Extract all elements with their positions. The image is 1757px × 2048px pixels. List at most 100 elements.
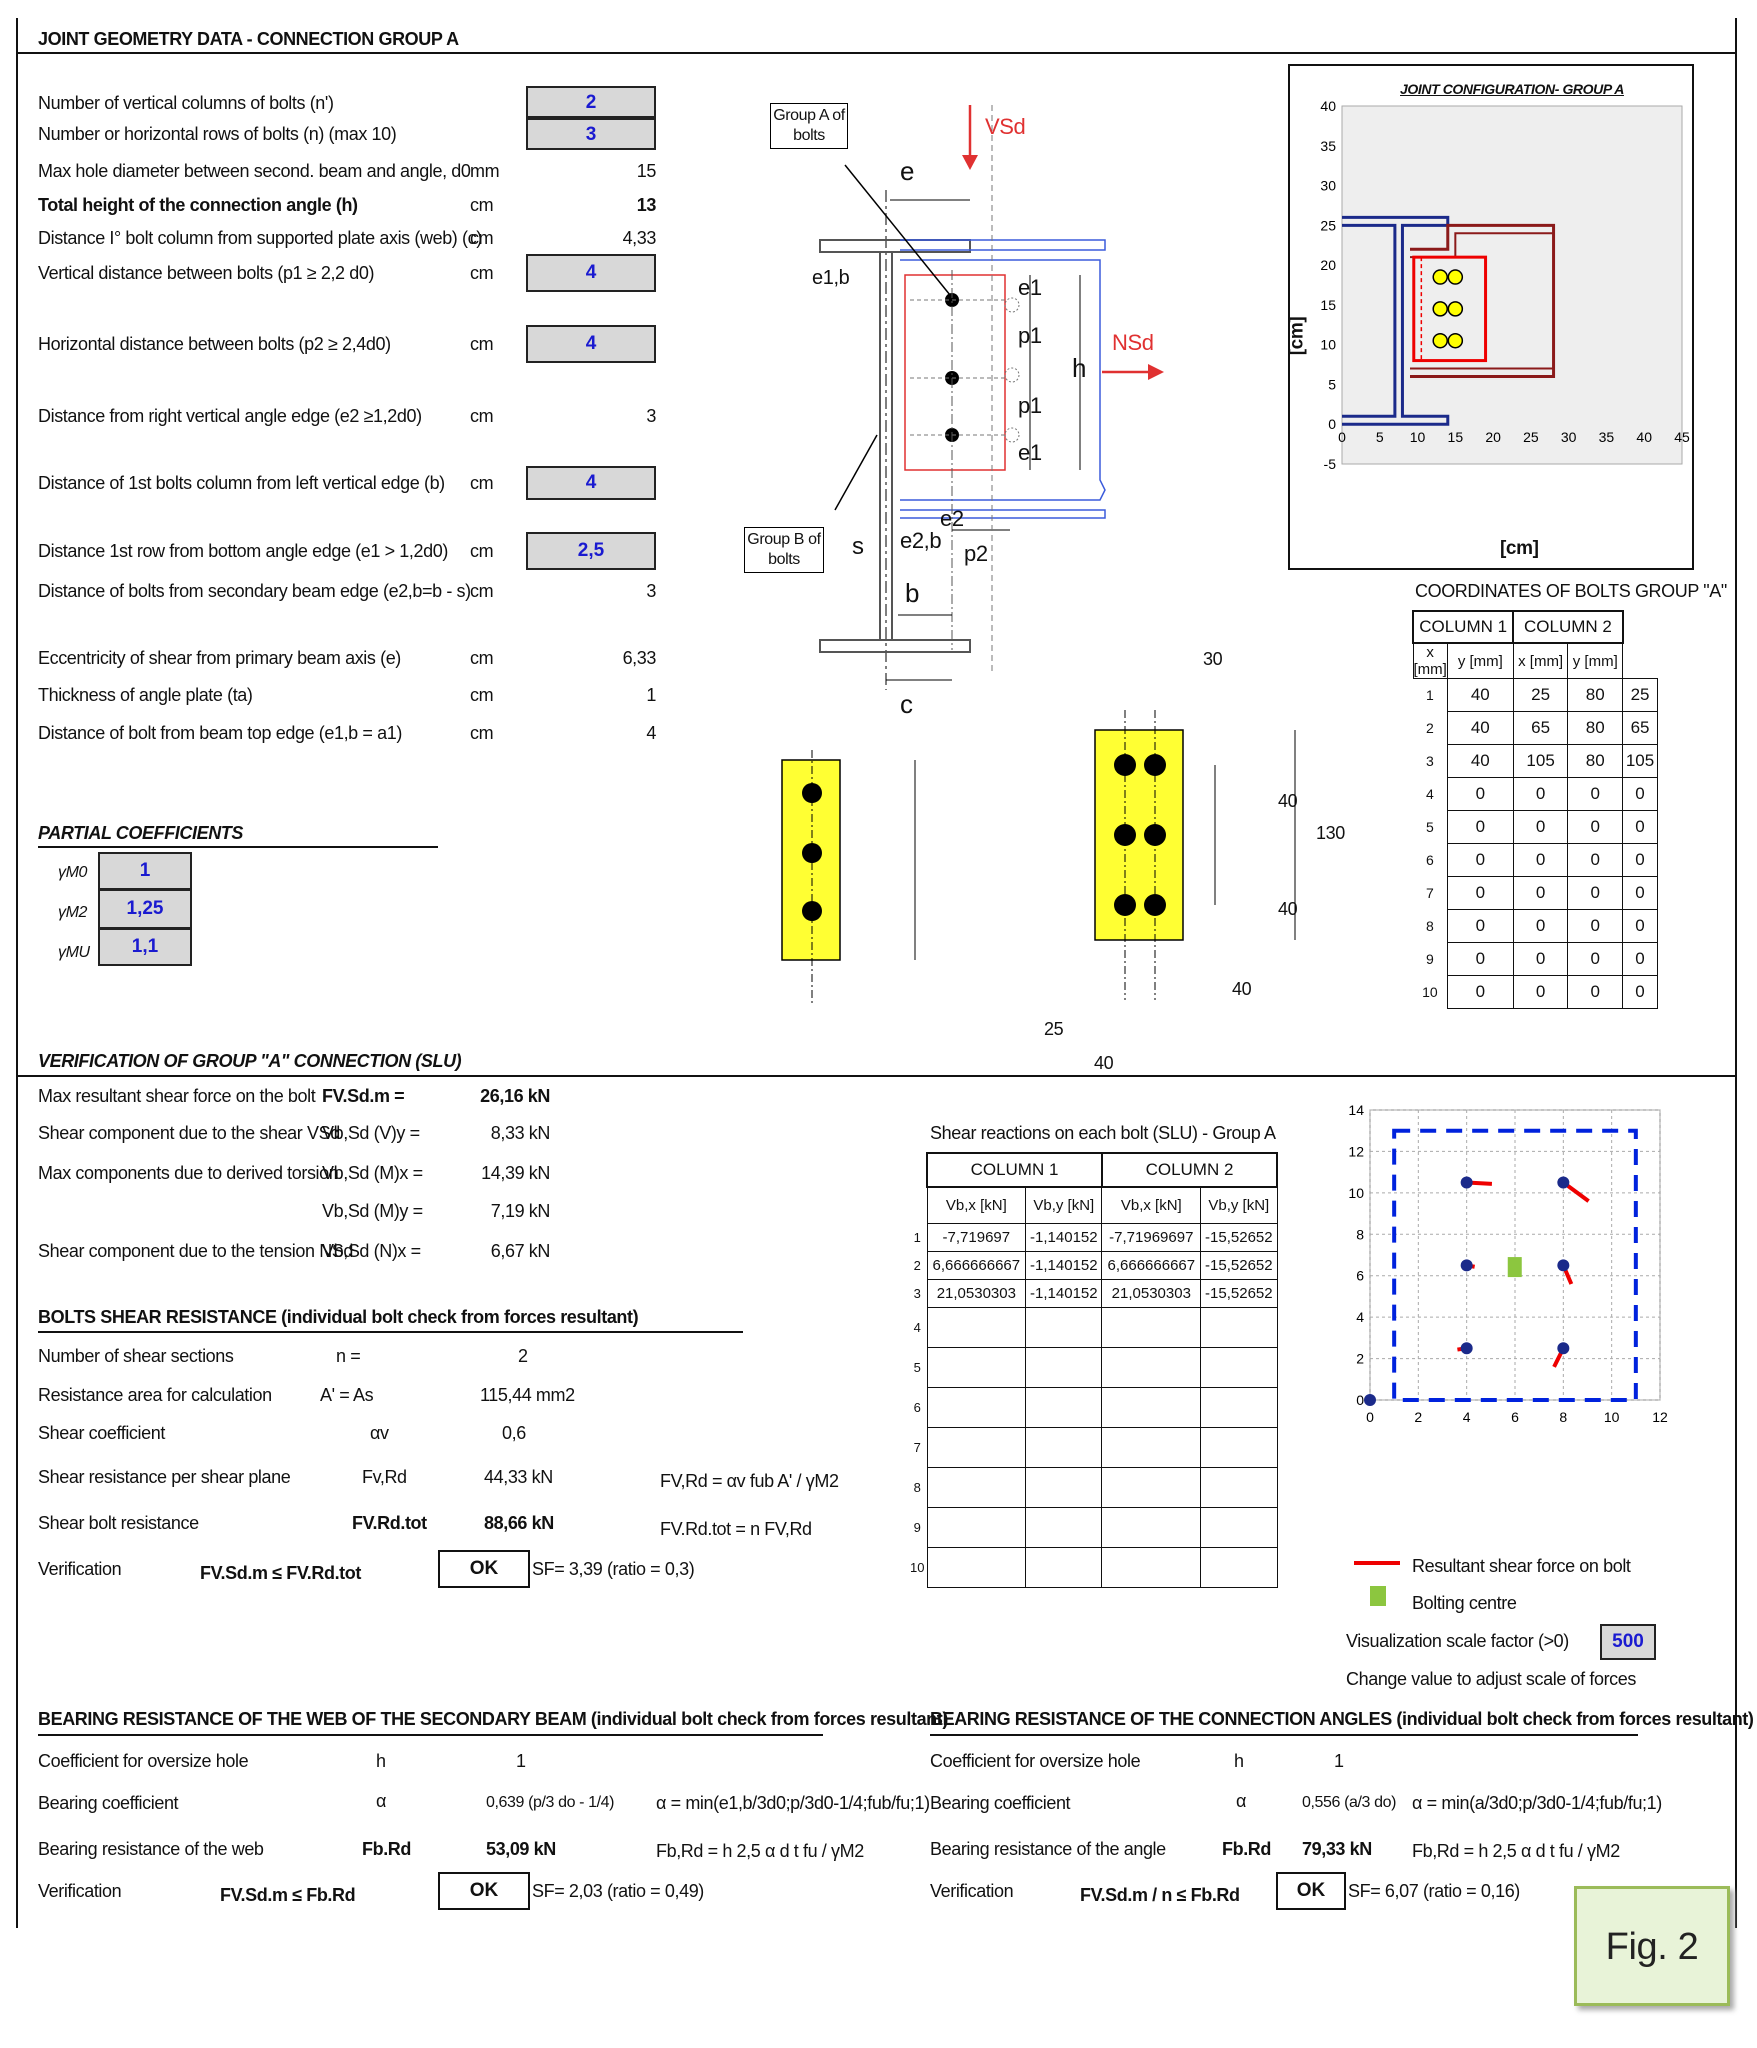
coords-col2-header: COLUMN 2: [1512, 610, 1624, 644]
dim-e1b-label: e1,b: [812, 267, 850, 289]
reactions-cell: [1101, 1546, 1202, 1588]
config-ytick: 20: [1320, 257, 1336, 273]
reactions-cell: -1,140152: [1025, 1222, 1103, 1252]
coords-row-index: 10: [1422, 984, 1438, 1000]
geo-unit-7: cm: [470, 406, 494, 426]
shear-verif-label: Verification: [38, 1559, 122, 1579]
input-gamma-m2[interactable]: 1,25: [98, 889, 192, 929]
bearing-web-sf: SF= 2,03 (ratio = 0,49): [532, 1881, 704, 1901]
input-vertical-distance[interactable]: 4: [526, 254, 656, 292]
plate-dim-40-top: 40: [1278, 791, 1298, 811]
reactions-row: 10: [908, 1546, 1278, 1588]
shear-verif-sym: FV.Sd.m ≤ FV.Rd.tot: [200, 1563, 361, 1583]
coords-cell: 0: [1567, 843, 1624, 877]
config-xtick: 35: [1599, 429, 1615, 445]
secondary-beam-top: [900, 239, 1106, 251]
reactions-cell: [926, 1346, 1027, 1388]
shear-ok-badge: OK: [438, 1550, 530, 1588]
bearing-web-sym-2: Fb.Rd: [362, 1839, 411, 1859]
plate-dim-40-right: 40: [1232, 979, 1252, 999]
coords-row-index: 7: [1426, 885, 1434, 901]
coords-cell: 0: [1512, 909, 1569, 943]
coords-sub-0: x [mm]: [1412, 642, 1448, 679]
plate-dim-25: 25: [1044, 1019, 1064, 1039]
coords-table: COLUMN 1 COLUMN 2 x [mm] y [mm] x [mm] y…: [1411, 610, 1658, 1009]
input-bolt-rows[interactable]: 3: [526, 118, 656, 150]
verif-label-4: Shear component due to the tension NSd: [38, 1241, 354, 1261]
force-ytick: 14: [1348, 1102, 1364, 1118]
dim-p1-top-label: p1: [1018, 323, 1042, 348]
reactions-sub-1: Vb,y [kN]: [1025, 1186, 1103, 1224]
geo-label-9: Distance 1st row from bottom angle edge …: [38, 541, 448, 561]
verif-value-3: 7,19 kN: [490, 1201, 551, 1221]
scale-input[interactable]: 500: [1600, 1624, 1656, 1660]
input-first-row-distance[interactable]: 2,5: [526, 532, 656, 570]
reactions-cell: [926, 1306, 1027, 1348]
bearing-web-value-1: 0,639 (p/3 do - 1/4): [486, 1794, 615, 1811]
geo-unit-5: cm: [470, 263, 494, 283]
force-xtick: 12: [1652, 1409, 1668, 1425]
verif-label-0: Max resultant shear force on the bolt: [38, 1086, 316, 1106]
coords-cell: 0: [1512, 876, 1569, 910]
reactions-row-index: 5: [913, 1359, 921, 1375]
force-ytick: 8: [1356, 1226, 1364, 1242]
force-ytick: 0: [1356, 1392, 1364, 1408]
reactions-col2-header: COLUMN 2: [1100, 1152, 1279, 1188]
geo-label-7: Distance from right vertical angle edge …: [38, 406, 422, 426]
reactions-corner-2: [908, 1187, 927, 1223]
primary-bottom-flange: [819, 639, 971, 653]
reactions-cell: [926, 1546, 1027, 1588]
force-angle-outline: [1392, 1128, 1638, 1402]
reactions-cell: [926, 1506, 1027, 1548]
reactions-row-index: 1: [913, 1229, 921, 1245]
left-border: [16, 18, 18, 1928]
verif-sym-3: Vb,Sd (M)y =: [322, 1201, 423, 1221]
config-ytick: 15: [1320, 297, 1336, 313]
dim-e1-bottom-label: e1: [1018, 440, 1042, 465]
reactions-corner: [908, 1153, 927, 1187]
partial-label-0: γM0: [58, 864, 88, 881]
figure-label-box: [1574, 1886, 1730, 2006]
input-bolt-columns[interactable]: 2: [526, 86, 656, 118]
plate-dim-40-under: 40: [1094, 1053, 1114, 1073]
geo-unit-13: cm: [470, 723, 494, 743]
coords-row-index: 1: [1426, 687, 1434, 704]
reactions-cell: [1200, 1306, 1278, 1348]
geo-value-12: 1: [646, 685, 656, 705]
bearing-angle-formula-1: α = min(a/3d0;p/3d0-1/4;fub/fu;1): [1412, 1793, 1662, 1813]
coords-cell: 0: [1512, 975, 1569, 1009]
coords-cell: 0: [1446, 909, 1514, 943]
force-bolt: [1460, 1259, 1473, 1272]
input-gamma-mu[interactable]: 1,1: [98, 928, 192, 966]
force-xtick: 8: [1559, 1409, 1567, 1425]
input-horizontal-distance[interactable]: 4: [526, 325, 656, 363]
bolt-hidden-3: [1004, 427, 1020, 443]
shear-formula-3: FV,Rd = αv fub A' / γM2: [660, 1471, 839, 1491]
geo-label-2: Max hole diameter between second. beam a…: [38, 161, 471, 181]
bolt-hidden-2: [1004, 367, 1020, 383]
plate-dim-130: 130: [1316, 823, 1345, 843]
geo-value-11: 6,33: [622, 648, 657, 668]
partial-label-1: γM2: [58, 904, 88, 921]
plate-dim-30: 30: [1203, 649, 1223, 669]
config-chart-xlabel: [cm]: [1500, 538, 1539, 559]
input-gamma-m0[interactable]: 1: [98, 852, 192, 890]
bearing-angle-title: BEARING RESISTANCE OF THE CONNECTION ANG…: [930, 1709, 1754, 1729]
dim-h-label: h: [1072, 353, 1087, 383]
config-plot-area: [1341, 105, 1683, 465]
reactions-cell: [926, 1426, 1027, 1468]
bearing-web-verif-sym: FV.Sd.m ≤ Fb.Rd: [220, 1885, 356, 1905]
geo-unit-8: cm: [470, 473, 494, 493]
input-first-column-distance[interactable]: 4: [526, 466, 656, 500]
coords-cell: 0: [1567, 975, 1624, 1009]
shear-value-4: 88,66 kN: [484, 1513, 554, 1533]
verif-label-1: Shear component due to the shear VSd: [38, 1123, 340, 1143]
reactions-table: COLUMN 1 COLUMN 2 Vb,x [kN] Vb,y [kN] Vb…: [908, 1152, 1279, 1588]
reactions-row-index: 3: [913, 1285, 921, 1301]
